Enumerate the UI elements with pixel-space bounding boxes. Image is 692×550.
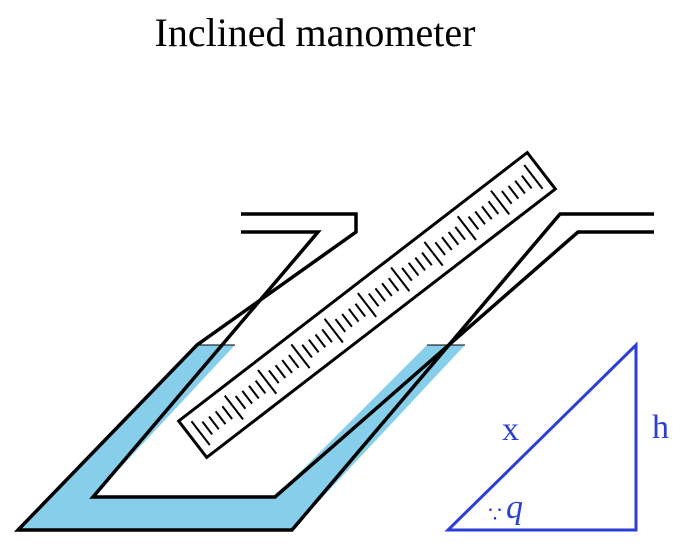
scale-tick: [301, 344, 313, 359]
scale-tick: [390, 266, 411, 292]
scale-ticks: [190, 164, 544, 446]
scale-tick: [308, 339, 320, 353]
scale-tick: [454, 226, 466, 241]
scale-tick: [481, 205, 493, 220]
scale-tick: [321, 328, 333, 343]
scale-tick: [401, 267, 413, 282]
scale-tick: [407, 262, 420, 277]
scale-tick: [487, 200, 500, 215]
scale-tick: [254, 380, 267, 394]
scale-tick: [354, 303, 367, 318]
tube-outer-wall: [13, 212, 654, 532]
scale-tick: [514, 180, 526, 195]
scale-tick: [467, 216, 480, 230]
scale-tick: [234, 395, 247, 410]
hypotenuse-label: x: [502, 411, 519, 448]
scale-tick: [523, 164, 544, 190]
scale-tick: [381, 282, 393, 297]
geometry-triangle: [444, 341, 638, 532]
scale-tick: [421, 251, 433, 266]
scale-tick: [507, 185, 520, 200]
scale-tick: [434, 241, 446, 256]
scale-tick: [257, 369, 278, 395]
scale-tick: [208, 415, 220, 430]
scale-tick: [248, 385, 260, 400]
angle-label: q: [506, 489, 523, 526]
scale-tick: [214, 410, 227, 425]
scale-tick: [447, 231, 460, 246]
scale-tick: [314, 333, 327, 348]
scale-tick: [274, 364, 287, 379]
scale-tick: [357, 292, 377, 318]
scale-tick: [521, 175, 533, 189]
height-label: h: [652, 409, 669, 446]
scale-tick: [268, 369, 280, 384]
scale-tick: [490, 190, 511, 215]
scale-tick: [423, 241, 444, 267]
scale-tick: [201, 421, 213, 435]
scale-tick: [414, 257, 426, 271]
scale-tick: [456, 215, 477, 241]
scale-tick: [190, 420, 211, 446]
scale-tick: [341, 313, 353, 328]
scale-tick: [323, 318, 344, 344]
scale-tick: [348, 308, 360, 323]
scale-tick: [441, 236, 453, 251]
angle-marker: ∵: [488, 502, 502, 527]
scale-tick: [288, 354, 300, 369]
scale-tick: [241, 390, 253, 405]
scale-tick: [290, 343, 311, 369]
scale-tick: [474, 210, 486, 225]
scale-tick: [221, 405, 233, 420]
inclined-scale: [176, 150, 558, 460]
scale-tick: [501, 190, 513, 205]
scale-tick: [387, 277, 400, 292]
diagram-title: Inclined manometer: [155, 10, 476, 55]
scale-tick: [223, 395, 244, 420]
manometer-fluid: [18, 345, 465, 530]
scale-tick: [367, 292, 380, 307]
scale-tick: [374, 287, 386, 302]
scale-tick: [281, 359, 293, 374]
tube-inner-wall: [89, 230, 654, 499]
scale-tick: [334, 318, 347, 333]
